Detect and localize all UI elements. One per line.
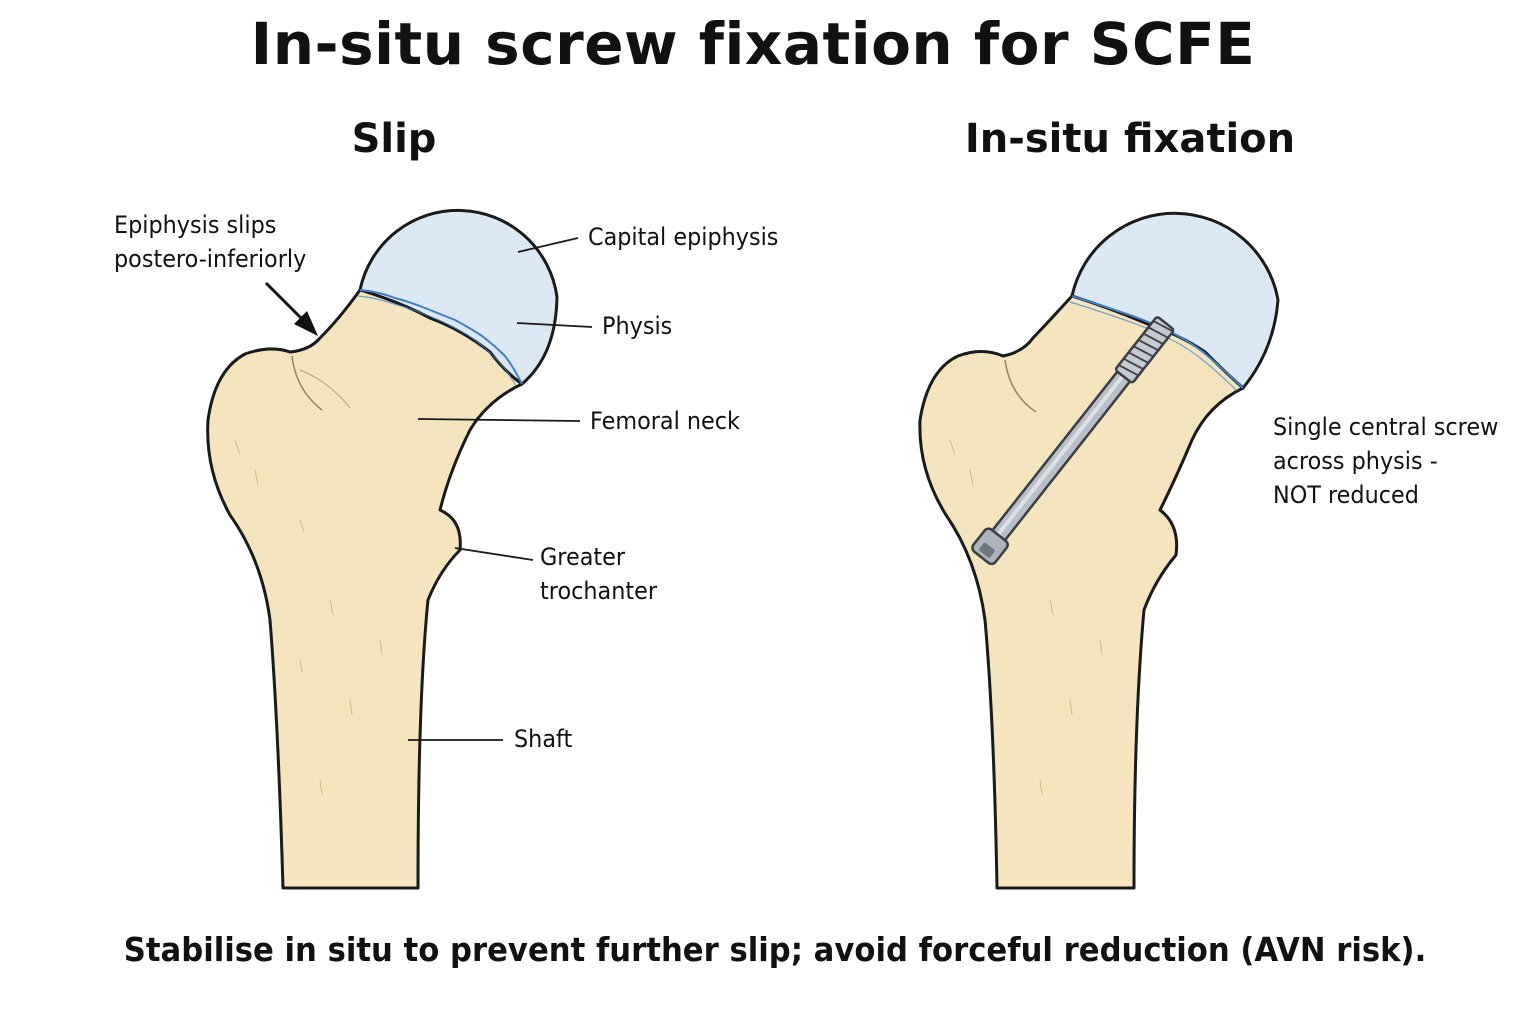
screw-note-line-2: across physis - [1273,447,1438,475]
right-femur [918,211,1280,890]
screw-note-line-3: NOT reduced [1273,481,1419,509]
slip-annotation-line-1: Epiphysis slips [114,211,277,239]
left-leader-lines [408,237,593,741]
label-greater-trochanter-line-2: trochanter [540,577,658,605]
slip-annotation-line-2: postero-inferiorly [114,245,307,273]
label-shaft: Shaft [514,725,573,753]
screw-note-line-1: Single central screw [1273,413,1499,441]
diagram-title: In-situ screw fixation for SCFE [250,10,1256,78]
slip-direction-arrow [264,281,318,336]
right-femur-bone [918,294,1245,890]
left-femur-bone [206,288,524,890]
label-physis: Physis [602,312,673,340]
right-panel-heading: In-situ fixation [964,116,1296,162]
bottom-caption: Stabilise in situ to prevent further sli… [123,930,1427,969]
left-panel-heading: Slip [351,116,437,162]
label-greater-trochanter-line-1: Greater [540,543,626,571]
label-capital-epiphysis: Capital epiphysis [588,223,779,251]
label-femoral-neck: Femoral neck [590,407,740,435]
left-femur [206,208,593,890]
left-physis-line [357,289,523,387]
fixation-screw [971,316,1175,566]
